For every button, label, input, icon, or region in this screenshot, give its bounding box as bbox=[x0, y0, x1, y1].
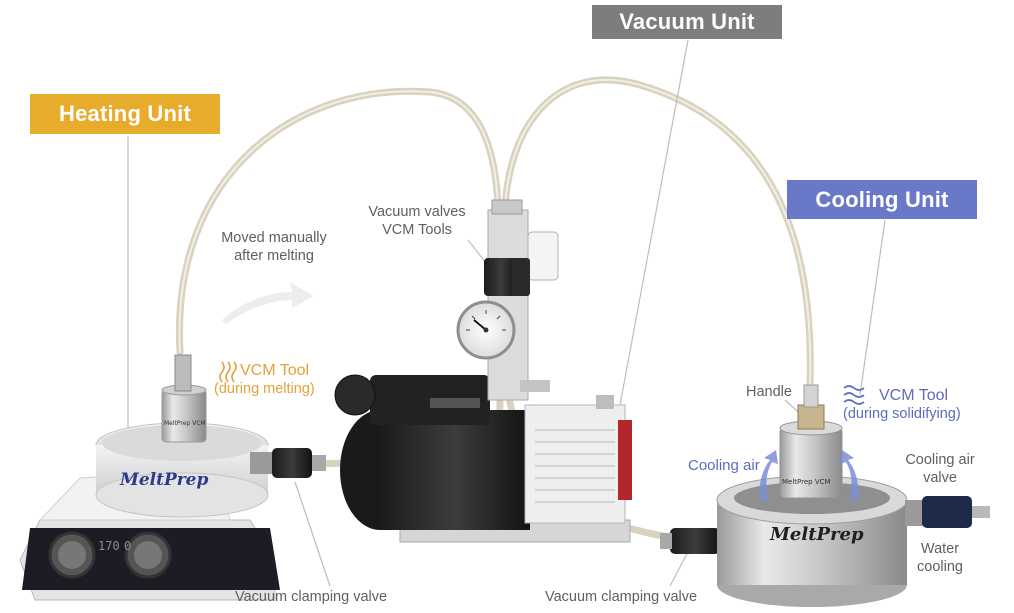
vcm-tool-heat-sub: (during melting) bbox=[214, 381, 315, 397]
display-temp: 170 bbox=[98, 539, 120, 553]
cooling-air-valve-label: Cooling air valve bbox=[900, 451, 980, 487]
moved-line1: Moved manually bbox=[221, 230, 327, 246]
tool-logo-cool: MeltPrep VCM bbox=[782, 478, 831, 486]
water-line1: Water bbox=[920, 541, 960, 557]
heat-waves-icon bbox=[219, 361, 237, 383]
cooling-air-valve-line2: valve bbox=[923, 470, 957, 486]
cooling-unit-banner: Cooling Unit bbox=[787, 180, 977, 219]
heating-unit: 170 0 MeltPrep MeltPrep VCM bbox=[19, 354, 280, 601]
vcm-tool-cool-sub: (during solidifying) bbox=[843, 406, 961, 422]
leader-lines bbox=[127, 39, 886, 587]
moved-manually-label: Moved manually after melting bbox=[214, 229, 334, 265]
moved-line2: after melting bbox=[234, 248, 314, 264]
heating-unit-banner: Heating Unit bbox=[30, 94, 220, 134]
heating-logo: MeltPrep bbox=[119, 470, 209, 490]
motor-cap-icon bbox=[334, 374, 376, 416]
tool-logo-heat: MeltPrep VCM bbox=[164, 420, 206, 427]
vcm-tool-heat-title: VCM Tool bbox=[240, 362, 310, 379]
cooling-air-valve-line1: Cooling air bbox=[905, 452, 975, 468]
vacuum-unit bbox=[334, 199, 632, 543]
move-arrow bbox=[222, 282, 314, 324]
vcm-tool-heating-label: VCM Tool (during melting) bbox=[214, 362, 315, 398]
display-value: 0 bbox=[124, 539, 131, 553]
cooling-air-arrows-icon bbox=[759, 450, 859, 500]
vacuum-clamp-right-label: Vacuum clamping valve bbox=[545, 589, 698, 605]
vcm-tool-cooling-label: VCM Tool (during solidifying) bbox=[843, 387, 961, 423]
handle-label: Handle bbox=[746, 384, 792, 400]
vacuum-unit-banner: Vacuum Unit bbox=[592, 5, 782, 39]
left-clamping-valve bbox=[250, 448, 326, 478]
water-cooling-label: Water cooling bbox=[905, 540, 975, 576]
vcm-tool-cool-title: VCM Tool bbox=[879, 387, 949, 404]
cooling-unit: MeltPrep MeltPrep VCM bbox=[716, 384, 990, 607]
vacuum-clamp-left-label: Vacuum clamping valve bbox=[235, 589, 388, 605]
cooling-logo: MeltPrep bbox=[769, 524, 864, 545]
cooling-air-label: Cooling air bbox=[688, 457, 760, 474]
water-line2: cooling bbox=[917, 559, 963, 575]
vacuum-valves-line2: VCM Tools bbox=[382, 222, 452, 238]
vacuum-valves-label: Vacuum valves VCM Tools bbox=[362, 203, 472, 239]
vacuum-valves-line1: Vacuum valves bbox=[368, 204, 466, 220]
cool-waves-icon bbox=[843, 385, 865, 405]
